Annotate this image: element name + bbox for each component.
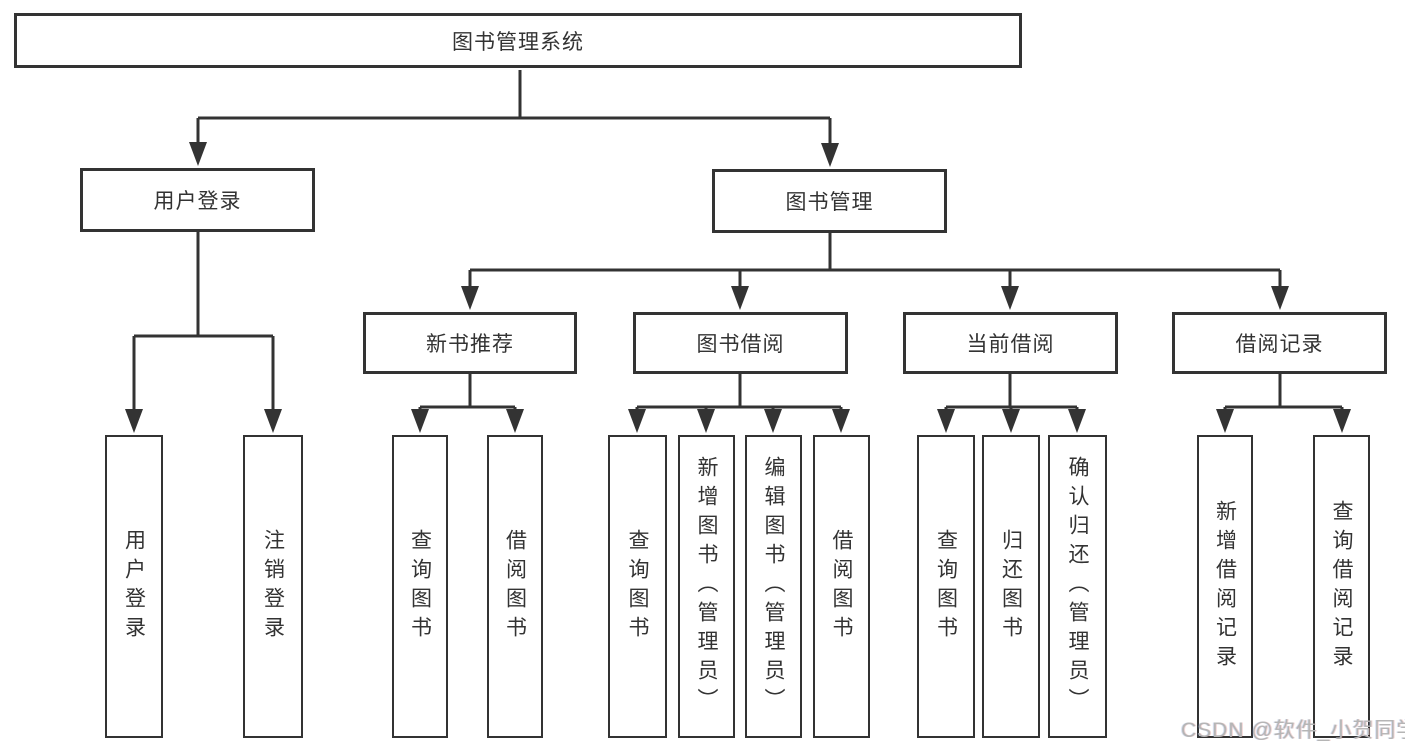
leaf-cb-return-book: 归还图书 bbox=[982, 435, 1040, 738]
node-book-borrow: 图书借阅 bbox=[633, 312, 848, 374]
csdn-watermark: CSDN @软件_小贺同学 bbox=[1181, 719, 1405, 742]
node-book-management: 图书管理 bbox=[712, 169, 947, 233]
node-current-borrow: 当前借阅 bbox=[903, 312, 1118, 374]
leaf-br-add-record: 新增借阅记录 bbox=[1197, 435, 1253, 738]
leaf-cb-query-book: 查询图书 bbox=[917, 435, 975, 738]
leaf-br-query-record: 查询借阅记录 bbox=[1313, 435, 1370, 738]
leaf-bb-query-book: 查询图书 bbox=[608, 435, 667, 738]
leaf-nbr-query-book: 查询图书 bbox=[392, 435, 448, 738]
leaf-bb-edit-book-admin: 编辑图书（管理员） bbox=[745, 435, 802, 738]
node-new-book-recommend: 新书推荐 bbox=[363, 312, 577, 374]
node-user-login: 用户登录 bbox=[80, 168, 315, 232]
node-root-system: 图书管理系统 bbox=[14, 13, 1022, 68]
leaf-cb-confirm-return-admin: 确认归还（管理员） bbox=[1048, 435, 1107, 738]
arrowheads bbox=[125, 142, 1351, 433]
leaf-bb-add-book-admin: 新增图书（管理员） bbox=[678, 435, 735, 738]
leaf-user-login: 用户登录 bbox=[105, 435, 163, 738]
leaf-logout-login: 注销登录 bbox=[243, 435, 303, 738]
leaf-nbr-borrow-book: 借阅图书 bbox=[487, 435, 543, 738]
leaf-bb-borrow-book: 借阅图书 bbox=[813, 435, 870, 738]
node-borrow-record: 借阅记录 bbox=[1172, 312, 1387, 374]
